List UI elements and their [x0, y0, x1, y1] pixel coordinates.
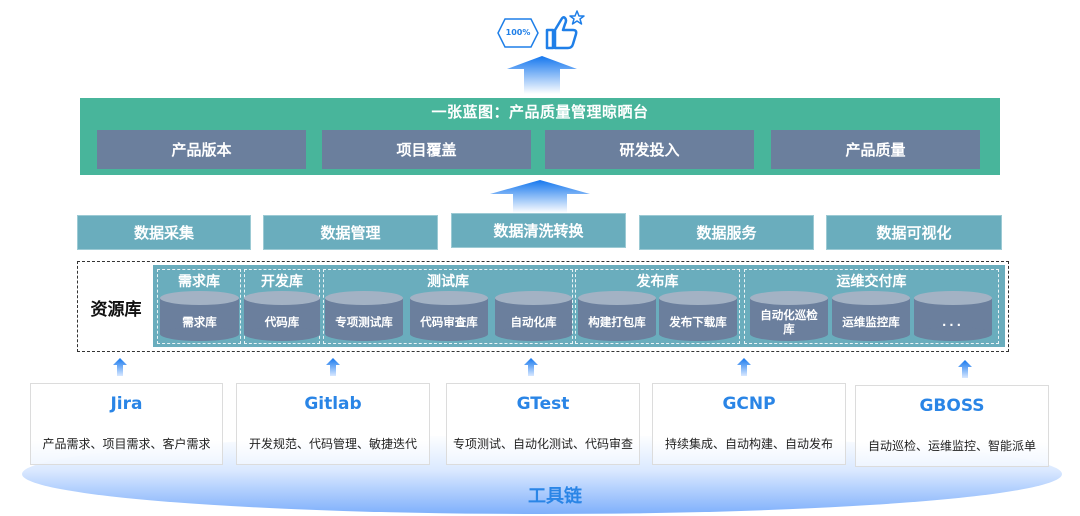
tool-card-jira: Jira 产品需求、项目需求、客户需求	[30, 383, 223, 465]
data-item-collection: 数据采集	[77, 215, 251, 250]
database-auto-inspection: 自动化巡检库	[750, 291, 828, 341]
tool-desc: 专项测试、自动化测试、代码审查	[452, 437, 633, 451]
group-title: 需求库	[178, 274, 220, 290]
tool-card-gboss: GBOSS 自动巡检、运维监控、智能派单	[855, 385, 1049, 467]
database-ops-monitoring: 运维监控库	[832, 291, 910, 341]
tool-name: GTest	[516, 394, 570, 414]
database-label: 自动化库	[510, 315, 557, 329]
tool-desc: 开发规范、代码管理、敏捷迭代	[248, 437, 417, 451]
data-item-management: 数据管理	[263, 215, 438, 250]
database-special-testing: 专项测试库	[325, 291, 403, 341]
group-title: 开发库	[261, 274, 303, 290]
group-release: 发布库	[575, 269, 740, 344]
database-release-download: 发布下载库	[659, 291, 737, 341]
up-arrow-icon	[113, 358, 127, 376]
database-label: 自动化巡检库	[760, 308, 818, 336]
data-item-cleansing: 数据清洗转换	[451, 213, 626, 248]
database-label: 代码库	[264, 315, 300, 329]
database-code: 代码库	[244, 291, 320, 341]
tool-desc: 产品需求、项目需求、客户需求	[42, 437, 211, 451]
tool-card-gcnp: GCNP 持续集成、自动构建、自动发布	[652, 383, 846, 465]
tool-desc: 自动巡检、运维监控、智能派单	[867, 439, 1036, 453]
group-title: 发布库	[636, 274, 679, 290]
group-title: 测试库	[427, 274, 469, 290]
database-label: ...	[941, 315, 965, 329]
up-arrow-icon	[507, 56, 577, 94]
badge-text: 100%	[505, 28, 531, 37]
up-arrow-icon	[524, 358, 538, 376]
blueprint-panel: 一张蓝图：产品质量管理晾晒台 产品版本 项目覆盖 研发投入 产品质量	[80, 98, 1000, 175]
tool-name: Jira	[110, 394, 143, 414]
blueprint-item-project-coverage: 项目覆盖	[322, 130, 531, 169]
database-automation: 自动化库	[495, 291, 572, 341]
thumbs-up-star-icon	[543, 10, 585, 52]
tool-name: GBOSS	[919, 396, 985, 416]
tool-desc: 持续集成、自动构建、自动发布	[664, 437, 833, 451]
database-label: 需求库	[182, 315, 217, 329]
data-item-visualization: 数据可视化	[826, 215, 1002, 250]
tool-card-gitlab: Gitlab 开发规范、代码管理、敏捷迭代	[236, 383, 430, 465]
tool-name: Gitlab	[304, 394, 362, 414]
database-requirements: 需求库	[160, 291, 239, 341]
up-arrow-icon	[326, 358, 340, 376]
resource-library-label: 资源库	[90, 300, 142, 320]
database-label: 专项测试库	[335, 315, 393, 329]
up-arrow-icon	[490, 179, 590, 213]
blueprint-item-product-version: 产品版本	[97, 130, 306, 169]
blueprint-item-product-quality: 产品质量	[771, 130, 980, 169]
database-label: 运维监控库	[842, 315, 900, 329]
hexagon-badge-icon: 100%	[497, 18, 539, 48]
database-label: 发布下载库	[669, 315, 727, 329]
group-title: 运维交付库	[836, 274, 907, 290]
tool-card-gtest: GTest 专项测试、自动化测试、代码审查	[446, 383, 640, 465]
tool-name: GCNP	[722, 394, 776, 414]
group-testing: 测试库	[323, 269, 573, 344]
blueprint-item-rd-investment: 研发投入	[545, 130, 754, 169]
data-item-service: 数据服务	[639, 215, 814, 250]
toolchain-label: 工具链	[528, 486, 582, 507]
resource-library-frame	[77, 261, 1009, 352]
database-more: ...	[914, 291, 992, 341]
database-label: 代码审查库	[420, 315, 478, 329]
group-requirements: 需求库	[157, 269, 241, 344]
blueprint-title: 一张蓝图：产品质量管理晾晒台	[431, 103, 649, 121]
database-build-package: 构建打包库	[578, 291, 656, 341]
database-code-review: 代码审查库	[410, 291, 488, 341]
up-arrow-icon	[737, 358, 751, 376]
up-arrow-icon	[958, 360, 972, 378]
group-operations: 运维交付库	[744, 269, 999, 344]
database-label: 构建打包库	[588, 315, 646, 329]
